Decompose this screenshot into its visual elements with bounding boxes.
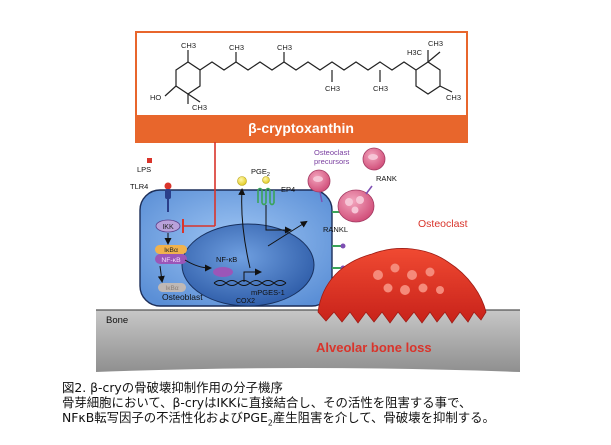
caption-line: 骨芽細胞において、β-cryはIKKに直接結合し、その活性を阻害する事で、 (62, 395, 472, 410)
pge2-molecule (262, 176, 270, 184)
arrow (267, 220, 308, 247)
osteoclast-nuclei (373, 263, 444, 295)
tlr4-label: TLR4 (130, 182, 148, 191)
ikk-protein (155, 219, 181, 233)
ikk-label: IKK (162, 224, 174, 231)
caption-line: NFκB転写因子の不活性化およびPGE2産生阻害を介して、骨破壊を抑制する。 (62, 410, 495, 428)
methyl-label: CH3 (325, 84, 340, 93)
hydroxyl-label: HO (150, 93, 161, 102)
pge2-label: PGE2 (251, 167, 270, 178)
nfkb-complex (155, 254, 187, 264)
beta-cryptoxanthin-structure (164, 50, 453, 104)
methyl-label: H3C (407, 48, 423, 57)
arrow (265, 205, 292, 234)
methyl-label: CH3 (446, 93, 461, 102)
rankl-label: RANKL (323, 225, 348, 234)
rank-label: RANK (376, 174, 397, 183)
arrow (157, 265, 165, 283)
methyl-label: CH3 (428, 39, 443, 48)
compound-name-banner (137, 115, 466, 141)
osteoclast-precursor (337, 189, 375, 223)
osteoclast-precursor (362, 147, 386, 171)
precursors-label: Osteoclast precursors (314, 148, 352, 166)
tlr4-receptor (164, 182, 172, 212)
rankl-ligands (332, 211, 341, 269)
osteoclast-precursor (307, 169, 331, 203)
ep4-receptor (257, 187, 275, 206)
bone-loss-label: Alveolar bone loss (316, 340, 432, 355)
ep4-label: EP4 (281, 185, 295, 194)
rank-receptor (365, 185, 373, 195)
methyl-label: CH3 (277, 43, 292, 52)
nfkb-protein (213, 267, 233, 277)
ikba-degraded (158, 283, 186, 292)
mpges1-label: mPGES-1 (251, 288, 285, 297)
methyl-label: CH3 (229, 43, 244, 52)
osteoclast-cell (317, 248, 487, 324)
methyl-label: CH3 (181, 41, 196, 50)
pge2-molecule (237, 176, 247, 186)
cox2-label: COX2 (236, 298, 255, 305)
bone (96, 310, 520, 372)
arrow (238, 188, 251, 269)
ikba-degraded-label: IκBα (165, 285, 178, 292)
osteoblast-label: Osteoblast (162, 292, 203, 302)
nfkb-nucleus-label: NF-κB (216, 255, 237, 264)
lps-particle (147, 158, 152, 163)
nfkb-complex-label: NF-κB (161, 257, 181, 264)
compound-name: β-cryptoxanthin (248, 120, 354, 136)
osteoclast-label: Osteoclast (418, 218, 468, 230)
methyl-label: CH3 (192, 103, 207, 112)
ikba-label: IκBα (164, 247, 178, 254)
ikba-complex (155, 245, 187, 254)
bone-label: Bone (106, 315, 128, 326)
methyl-label: CH3 (373, 84, 388, 93)
lps-label: LPS (137, 165, 151, 174)
caption-title: 図2. β-cryの骨破壊抑制作用の分子機序 (62, 380, 283, 395)
figure-caption: 図2. β-cryの骨破壊抑制作用の分子機序 骨芽細胞において、β-cryはIK… (62, 380, 607, 430)
dna-helix (213, 280, 287, 286)
transcription-arrow (243, 268, 262, 282)
arrow (184, 259, 212, 272)
